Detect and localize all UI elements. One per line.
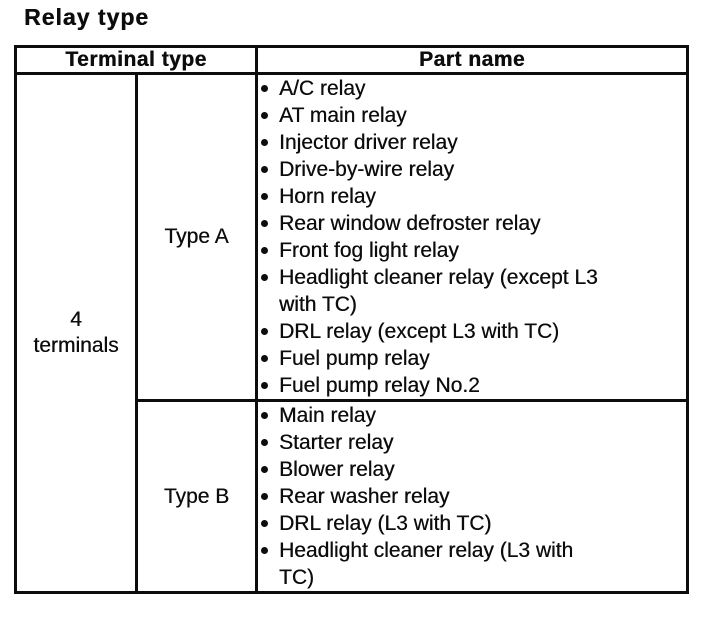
part-name-item: Injector driver relay — [258, 129, 601, 156]
relay-type-table: Terminal type Part name 4 terminals Type… — [13, 45, 690, 594]
part-name-item: Rear washer relay — [258, 483, 601, 510]
terminal-count-cell: 4 terminals — [14, 72, 138, 594]
part-name-item: Drive-by-wire relay — [258, 156, 601, 183]
type-b-label-cell: Type B — [134, 399, 259, 594]
column-header-terminal-type: Terminal type — [13, 45, 259, 75]
part-name-item: Horn relay — [258, 183, 601, 210]
column-header-part-name: Part name — [255, 45, 690, 75]
part-name-item: Main relay — [258, 402, 601, 429]
part-name-item: Rear window defroster relay — [258, 210, 601, 237]
part-name-item: A/C relay — [258, 75, 601, 102]
part-name-item: Fuel pump relay No.2 — [258, 372, 601, 399]
part-name-item: Blower relay — [258, 456, 601, 483]
part-name-item: DRL relay (except L3 with TC) — [258, 318, 601, 345]
type-a-label-cell: Type A — [134, 72, 259, 402]
page-title: Relay type — [24, 4, 150, 30]
part-name-item: AT main relay — [258, 102, 601, 129]
part-name-item: Fuel pump relay — [258, 345, 601, 372]
header-row: Terminal type Part name — [13, 45, 690, 75]
part-name-item: Headlight cleaner relay (except L3 with … — [258, 264, 601, 318]
part-name-item: Front fog light relay — [258, 237, 601, 264]
part-name-item: DRL relay (L3 with TC) — [258, 510, 601, 537]
part-name-item: Starter relay — [258, 429, 601, 456]
terminal-count-label: 4 terminals — [33, 308, 119, 357]
part-name-item: Headlight cleaner relay (L3 with TC) — [258, 537, 601, 591]
